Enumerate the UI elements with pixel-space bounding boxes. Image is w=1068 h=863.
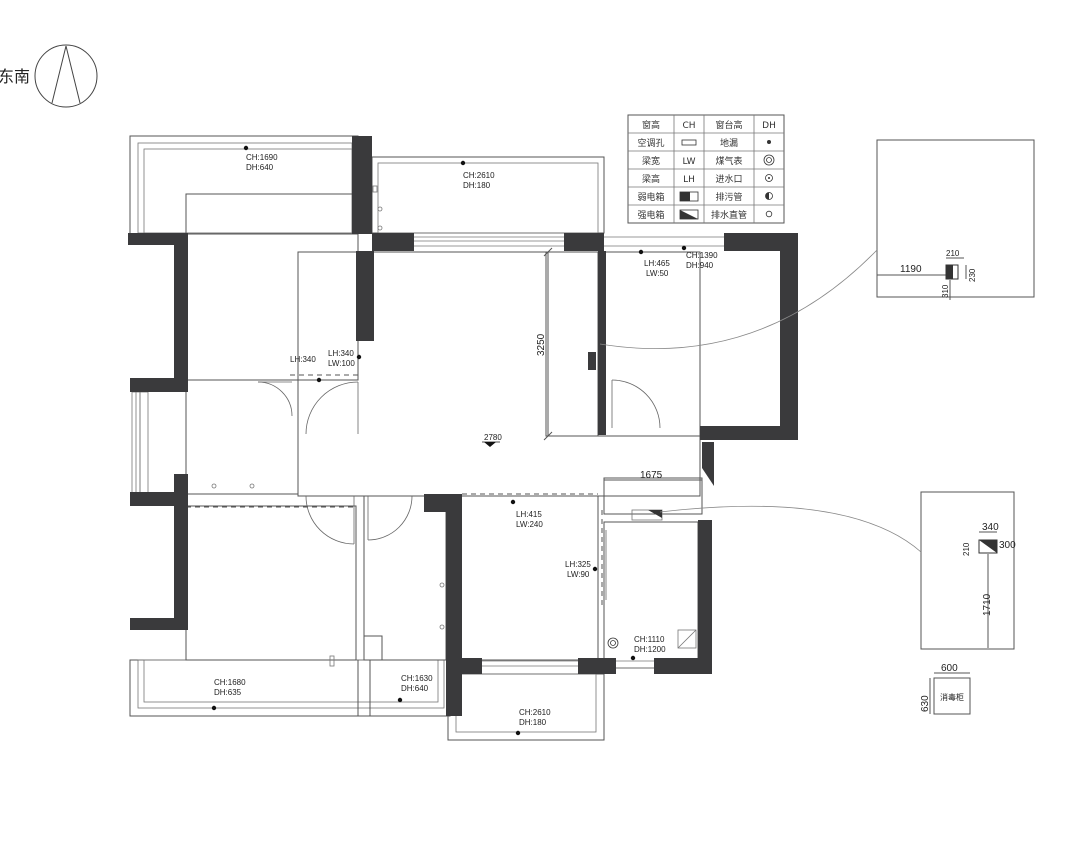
window-frames <box>135 236 724 669</box>
floor-drain-icon <box>767 140 771 144</box>
svg-text:梁高: 梁高 <box>642 173 660 185</box>
svg-text:DH:180: DH:180 <box>519 718 547 727</box>
svg-text:DH:635: DH:635 <box>214 688 242 697</box>
water-inlet-icon <box>765 174 773 182</box>
gas-meter-icon <box>607 637 619 649</box>
svg-text:DH:640: DH:640 <box>401 684 429 693</box>
doors <box>257 379 661 600</box>
drain-pipe-icon <box>765 210 773 218</box>
svg-text:CH:1690: CH:1690 <box>246 153 278 162</box>
ceiling-mark: 2780 <box>482 433 502 447</box>
beam-label-right-side: LH:325 LW:90 <box>565 560 598 579</box>
svg-text:强电箱: 强电箱 <box>637 209 664 221</box>
dimension-lines: 3250 1675 2780 <box>482 247 702 521</box>
ac-hole-icon <box>681 139 697 146</box>
sewage-pipe-icon <box>765 192 773 200</box>
svg-text:CH:1630: CH:1630 <box>401 674 433 683</box>
svg-text:LH:415: LH:415 <box>516 510 542 519</box>
svg-text:梁宽: 梁宽 <box>642 155 660 167</box>
window-annotations: CH:1690 DH:640 CH:2610 DH:180 CH:1390 DH… <box>211 145 718 736</box>
walls <box>128 136 798 716</box>
svg-text:空调孔: 空调孔 <box>637 137 664 149</box>
svg-text:210: 210 <box>946 249 960 258</box>
svg-text:2780: 2780 <box>484 433 502 442</box>
detail-view-2: 340 300 210 1710 <box>659 491 1016 650</box>
svg-text:CH:1680: CH:1680 <box>214 678 246 687</box>
svg-text:DH: DH <box>762 121 776 131</box>
window-label-kitchen: CH:1110 DH:1200 <box>630 635 666 661</box>
window-label-top-right: CH:1390 DH:940 <box>681 245 718 270</box>
detail-view-1: 1190 210 230 310 <box>599 139 1035 350</box>
svg-text:CH:1110: CH:1110 <box>634 635 665 644</box>
beam-annotations: LH:340 LH:340 LW:100 LH:465 LW:50 LH:415… <box>290 249 670 579</box>
detail1-left-dim: 1190 <box>900 264 922 275</box>
svg-text:DH:640: DH:640 <box>246 163 274 172</box>
svg-text:DH:940: DH:940 <box>686 261 714 270</box>
svg-text:LW:240: LW:240 <box>516 520 543 529</box>
svg-text:600: 600 <box>941 663 958 674</box>
window-label-bottom-left: CH:1680 DH:635 <box>211 678 246 711</box>
strong-current-box-icon <box>679 209 699 220</box>
svg-text:630: 630 <box>920 695 931 712</box>
legend-table: 窗高 CH 窗台高 DH 空调孔 地漏 梁宽 LW 煤气表 梁高 LH 进水口 … <box>627 114 785 224</box>
svg-text:310: 310 <box>941 284 950 298</box>
svg-text:LH:325: LH:325 <box>565 560 591 569</box>
svg-text:LH:340: LH:340 <box>290 355 316 364</box>
svg-text:300: 300 <box>999 540 1016 551</box>
svg-text:210: 210 <box>962 542 971 556</box>
compass-arrow-icon <box>51 45 81 104</box>
svg-text:LH:340: LH:340 <box>328 349 354 358</box>
svg-text:1710: 1710 <box>982 593 993 616</box>
svg-text:DH:1200: DH:1200 <box>634 645 666 654</box>
svg-text:LW:100: LW:100 <box>328 359 355 368</box>
svg-text:CH:2610: CH:2610 <box>463 171 495 180</box>
svg-text:煤气表: 煤气表 <box>715 155 742 167</box>
svg-text:窗台高: 窗台高 <box>715 119 742 131</box>
svg-text:CH:2610: CH:2610 <box>519 708 551 717</box>
compass-label: 东南 <box>0 67 30 86</box>
svg-text:窗高: 窗高 <box>642 119 660 131</box>
svg-text:LH:465: LH:465 <box>644 259 670 268</box>
window-label-bottom-middle: CH:1630 DH:640 <box>397 674 433 703</box>
svg-text:CH: CH <box>682 121 695 131</box>
svg-text:LW:50: LW:50 <box>646 269 669 278</box>
fixtures <box>211 185 697 667</box>
beam-label-hall-left-2: LH:340 LW:100 <box>328 349 362 368</box>
beam-label-top-right: LH:465 LW:50 <box>638 249 670 278</box>
disinfection-cabinet: 600 630 消毒柜 <box>920 663 971 715</box>
svg-text:弱电箱: 弱电箱 <box>637 191 664 203</box>
interior-outlines <box>185 193 703 716</box>
window-label-top-left: CH:1690 DH:640 <box>243 145 278 172</box>
beam-label-center: LH:415 LW:240 <box>510 499 543 529</box>
svg-text:CH:1390: CH:1390 <box>686 251 718 260</box>
gas-meter-icon <box>763 154 775 166</box>
weak-current-box-icon <box>679 191 699 202</box>
svg-text:340: 340 <box>982 522 999 533</box>
svg-text:230: 230 <box>968 268 977 282</box>
svg-text:DH:180: DH:180 <box>463 181 491 190</box>
svg-text:LW:90: LW:90 <box>567 570 590 579</box>
beam-label-hall-left-1: LH:340 <box>290 355 322 383</box>
cabinet-width-dim: 1675 <box>640 470 663 481</box>
window-label-top-center: CH:2610 DH:180 <box>460 160 495 190</box>
svg-text:地漏: 地漏 <box>720 137 738 149</box>
cabinet-label: 消毒柜 <box>940 692 964 702</box>
svg-text:排水直管: 排水直管 <box>711 209 747 221</box>
living-height-dim: 3250 <box>536 333 547 356</box>
svg-text:LH: LH <box>683 175 695 185</box>
svg-text:排污管: 排污管 <box>715 191 742 203</box>
window-label-bottom-center: CH:2610 DH:180 <box>515 708 551 736</box>
svg-text:LW: LW <box>682 157 695 167</box>
compass: 东南 <box>0 44 98 108</box>
compass-circle <box>34 44 98 108</box>
beam-lines <box>186 251 700 606</box>
svg-text:进水口: 进水口 <box>715 173 742 185</box>
